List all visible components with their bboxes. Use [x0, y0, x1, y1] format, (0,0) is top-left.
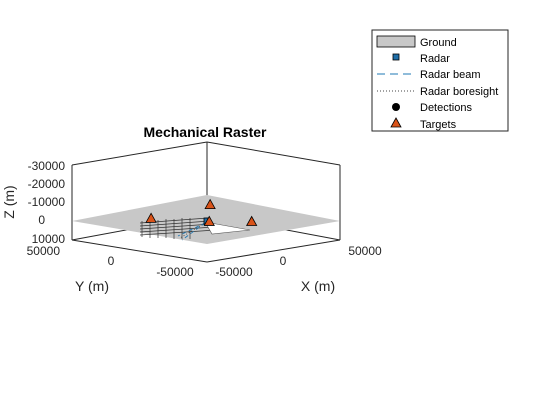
- y-axis-label: Y (m): [75, 278, 109, 294]
- x-tick-label: -50000: [215, 265, 253, 279]
- x-axis-label: X (m): [301, 278, 335, 294]
- z-axis-label: Z (m): [1, 185, 17, 218]
- y-tick-label: 0: [108, 254, 115, 268]
- radar-legend-marker: [392, 53, 400, 61]
- legend-label: Targets: [420, 119, 457, 131]
- legend-label: Detections: [420, 102, 472, 114]
- target-marker: [145, 212, 157, 223]
- z-tick-label: 0: [38, 213, 45, 227]
- radar-beam: [177, 222, 206, 241]
- tick-labels: -30000 -20000 -10000 0 10000 50000 0 -50…: [27, 159, 382, 279]
- legend-label: Radar beam: [420, 69, 481, 81]
- axis-edge-back-top: [71, 141, 208, 166]
- chart-title: Mechanical Raster: [144, 124, 267, 140]
- legend-label: Radar: [420, 53, 450, 65]
- y-tick-label: -50000: [156, 265, 194, 279]
- target-marker: [204, 198, 216, 210]
- ground-legend-swatch: [376, 35, 416, 48]
- target-marker: [203, 215, 215, 226]
- y-axis-line: [71, 239, 208, 263]
- z-tick-label: -30000: [28, 159, 66, 173]
- legend-label: Ground: [420, 37, 457, 49]
- raster-scan-tracks: [139, 217, 251, 239]
- x-axis-line: [206, 239, 341, 263]
- data-marks: [145, 198, 258, 226]
- z-tick-label: -20000: [28, 177, 66, 191]
- target-marker: [245, 215, 258, 226]
- z-tick-label: -10000: [28, 195, 66, 209]
- targets-legend-marker: [390, 117, 402, 128]
- legend-label: Radar boresight: [420, 86, 498, 98]
- detections-legend-marker: [392, 103, 400, 111]
- legend: Ground Radar Radar beam Radar boresight …: [371, 29, 509, 132]
- x-tick-label: 0: [280, 254, 287, 268]
- z-tick-label: 10000: [32, 232, 66, 246]
- radar-boresight: [179, 222, 206, 239]
- y-tick-label: 50000: [27, 244, 61, 258]
- axis-edge-right-top: [206, 141, 341, 166]
- x-tick-label: 50000: [348, 244, 382, 258]
